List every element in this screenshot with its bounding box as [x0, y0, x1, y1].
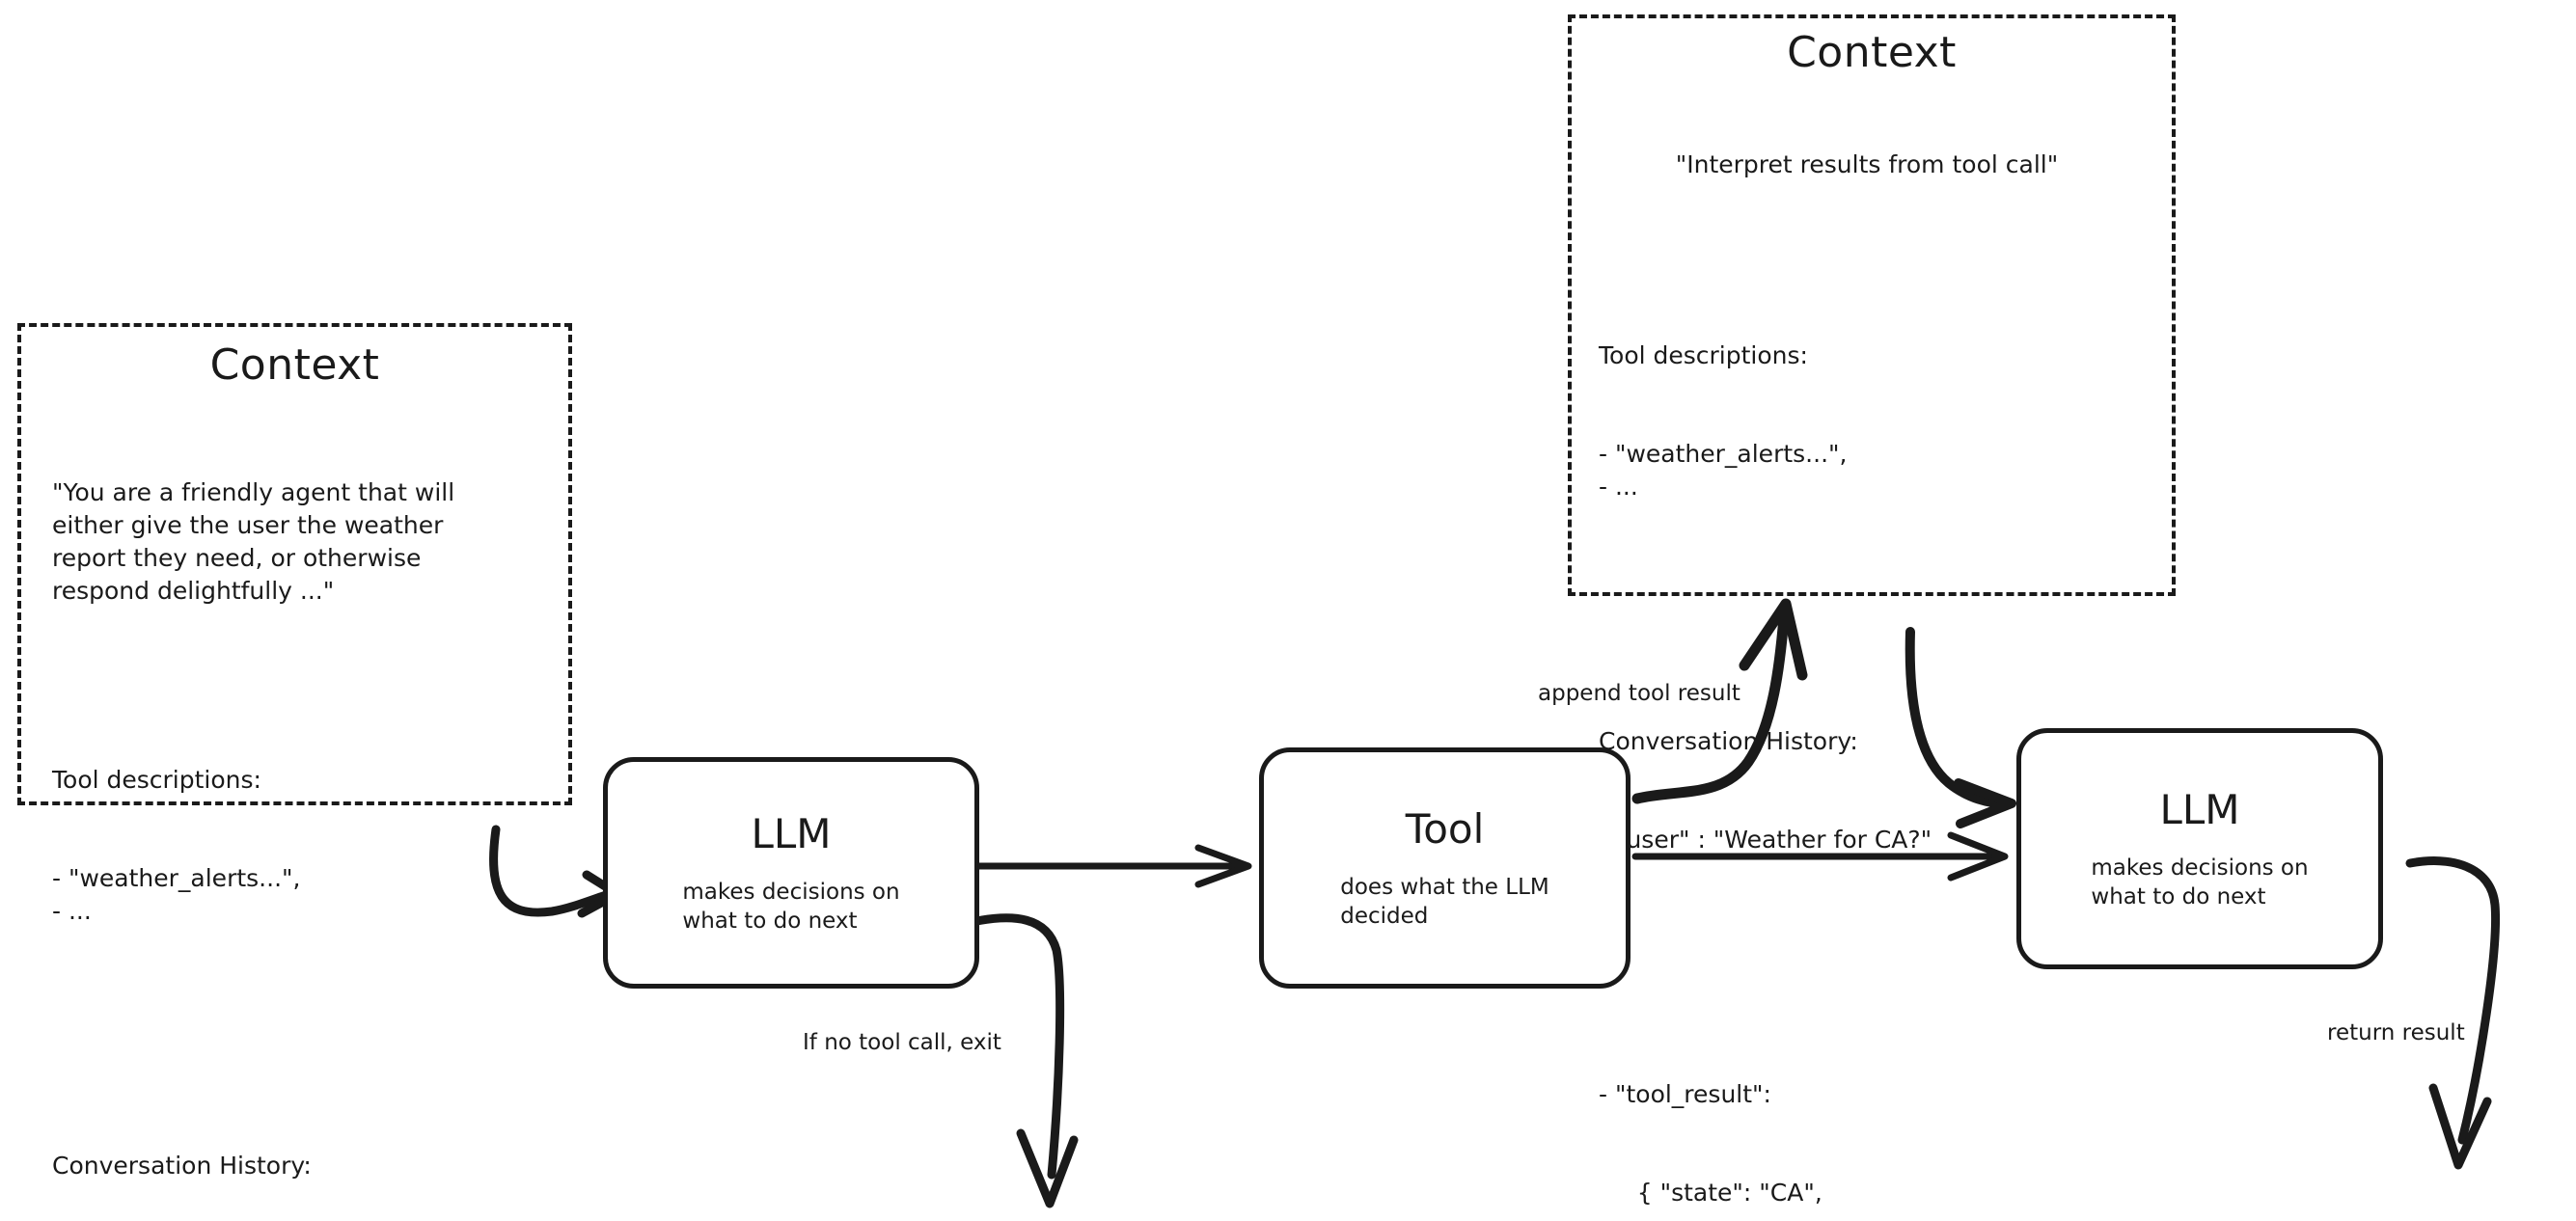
context-left-tool-descriptions-list: - "weather_alerts...", - ...: [52, 864, 301, 925]
context-right-tool-result: - "tool_result": { "state": "CA", [ { "r…: [1599, 1013, 2152, 1221]
context-right-body: "Interpret results from tool call" Tool …: [1591, 83, 2152, 1221]
edge-llm1-to-tool: [969, 844, 1252, 888]
node-llm-second-title: LLM: [2159, 785, 2240, 833]
edge-label-append-tool-result: append tool result: [1538, 681, 1740, 706]
context-right-title: Context: [1787, 28, 1957, 77]
context-right-conversation: Conversation History: - "user" : "Weathe…: [1599, 660, 2152, 922]
context-left-conversation: Conversation History: - "user" : "Weathe…: [52, 1084, 547, 1221]
context-left-tool-descriptions-header: Tool descriptions:: [52, 766, 261, 794]
node-llm-first-title: LLM: [751, 809, 832, 857]
context-right-tool-descriptions: Tool descriptions: - "weather_alerts..."…: [1599, 274, 2152, 569]
context-right-tool-descriptions-list: - "weather_alerts...", - ...: [1599, 440, 1848, 501]
context-left-tool-descriptions: Tool descriptions: - "weather_alerts..."…: [52, 698, 547, 993]
context-right-tool-descriptions-header: Tool descriptions:: [1599, 341, 1808, 369]
context-right-tool-result-key: - "tool_result":: [1599, 1080, 1771, 1108]
context-left-conversation-header: Conversation History:: [52, 1152, 312, 1180]
edge-llm1-exit: [972, 913, 1079, 1208]
context-left-system-prompt: "You are a friendly agent that will eith…: [52, 478, 455, 605]
node-tool-title: Tool: [1405, 804, 1485, 853]
edge-llm2-return-result: [2405, 856, 2500, 1170]
context-left-body: "You are a friendly agent that will eith…: [42, 411, 547, 1221]
edge-label-return-result: return result: [2327, 1020, 2465, 1045]
context-box-initial: Context "You are a friendly agent that w…: [17, 323, 572, 1180]
context-left-title: Context: [209, 340, 380, 390]
context-right-tool-result-line-1: { "state": "CA",: [1599, 1179, 1822, 1207]
node-tool[interactable]: Tool does what the LLM decided: [1259, 747, 1631, 989]
node-llm-second-subtitle: makes decisions on what to do next: [2091, 855, 2309, 909]
node-llm-first[interactable]: LLM makes decisions on what to do next: [603, 757, 979, 989]
context-box-after-tool: Context "Interpret results from tool cal…: [1568, 14, 2176, 1207]
node-llm-second[interactable]: LLM makes decisions on what to do next: [2016, 728, 2383, 969]
edge-label-exit: If no tool call, exit: [803, 1030, 1001, 1055]
context-right-conversation-header: Conversation History:: [1599, 727, 1858, 755]
context-right-quote: "Interpret results from tool call": [1675, 150, 2059, 178]
node-llm-first-subtitle: makes decisions on what to do next: [682, 879, 900, 934]
node-tool-subtitle: does what the LLM decided: [1340, 874, 1549, 929]
